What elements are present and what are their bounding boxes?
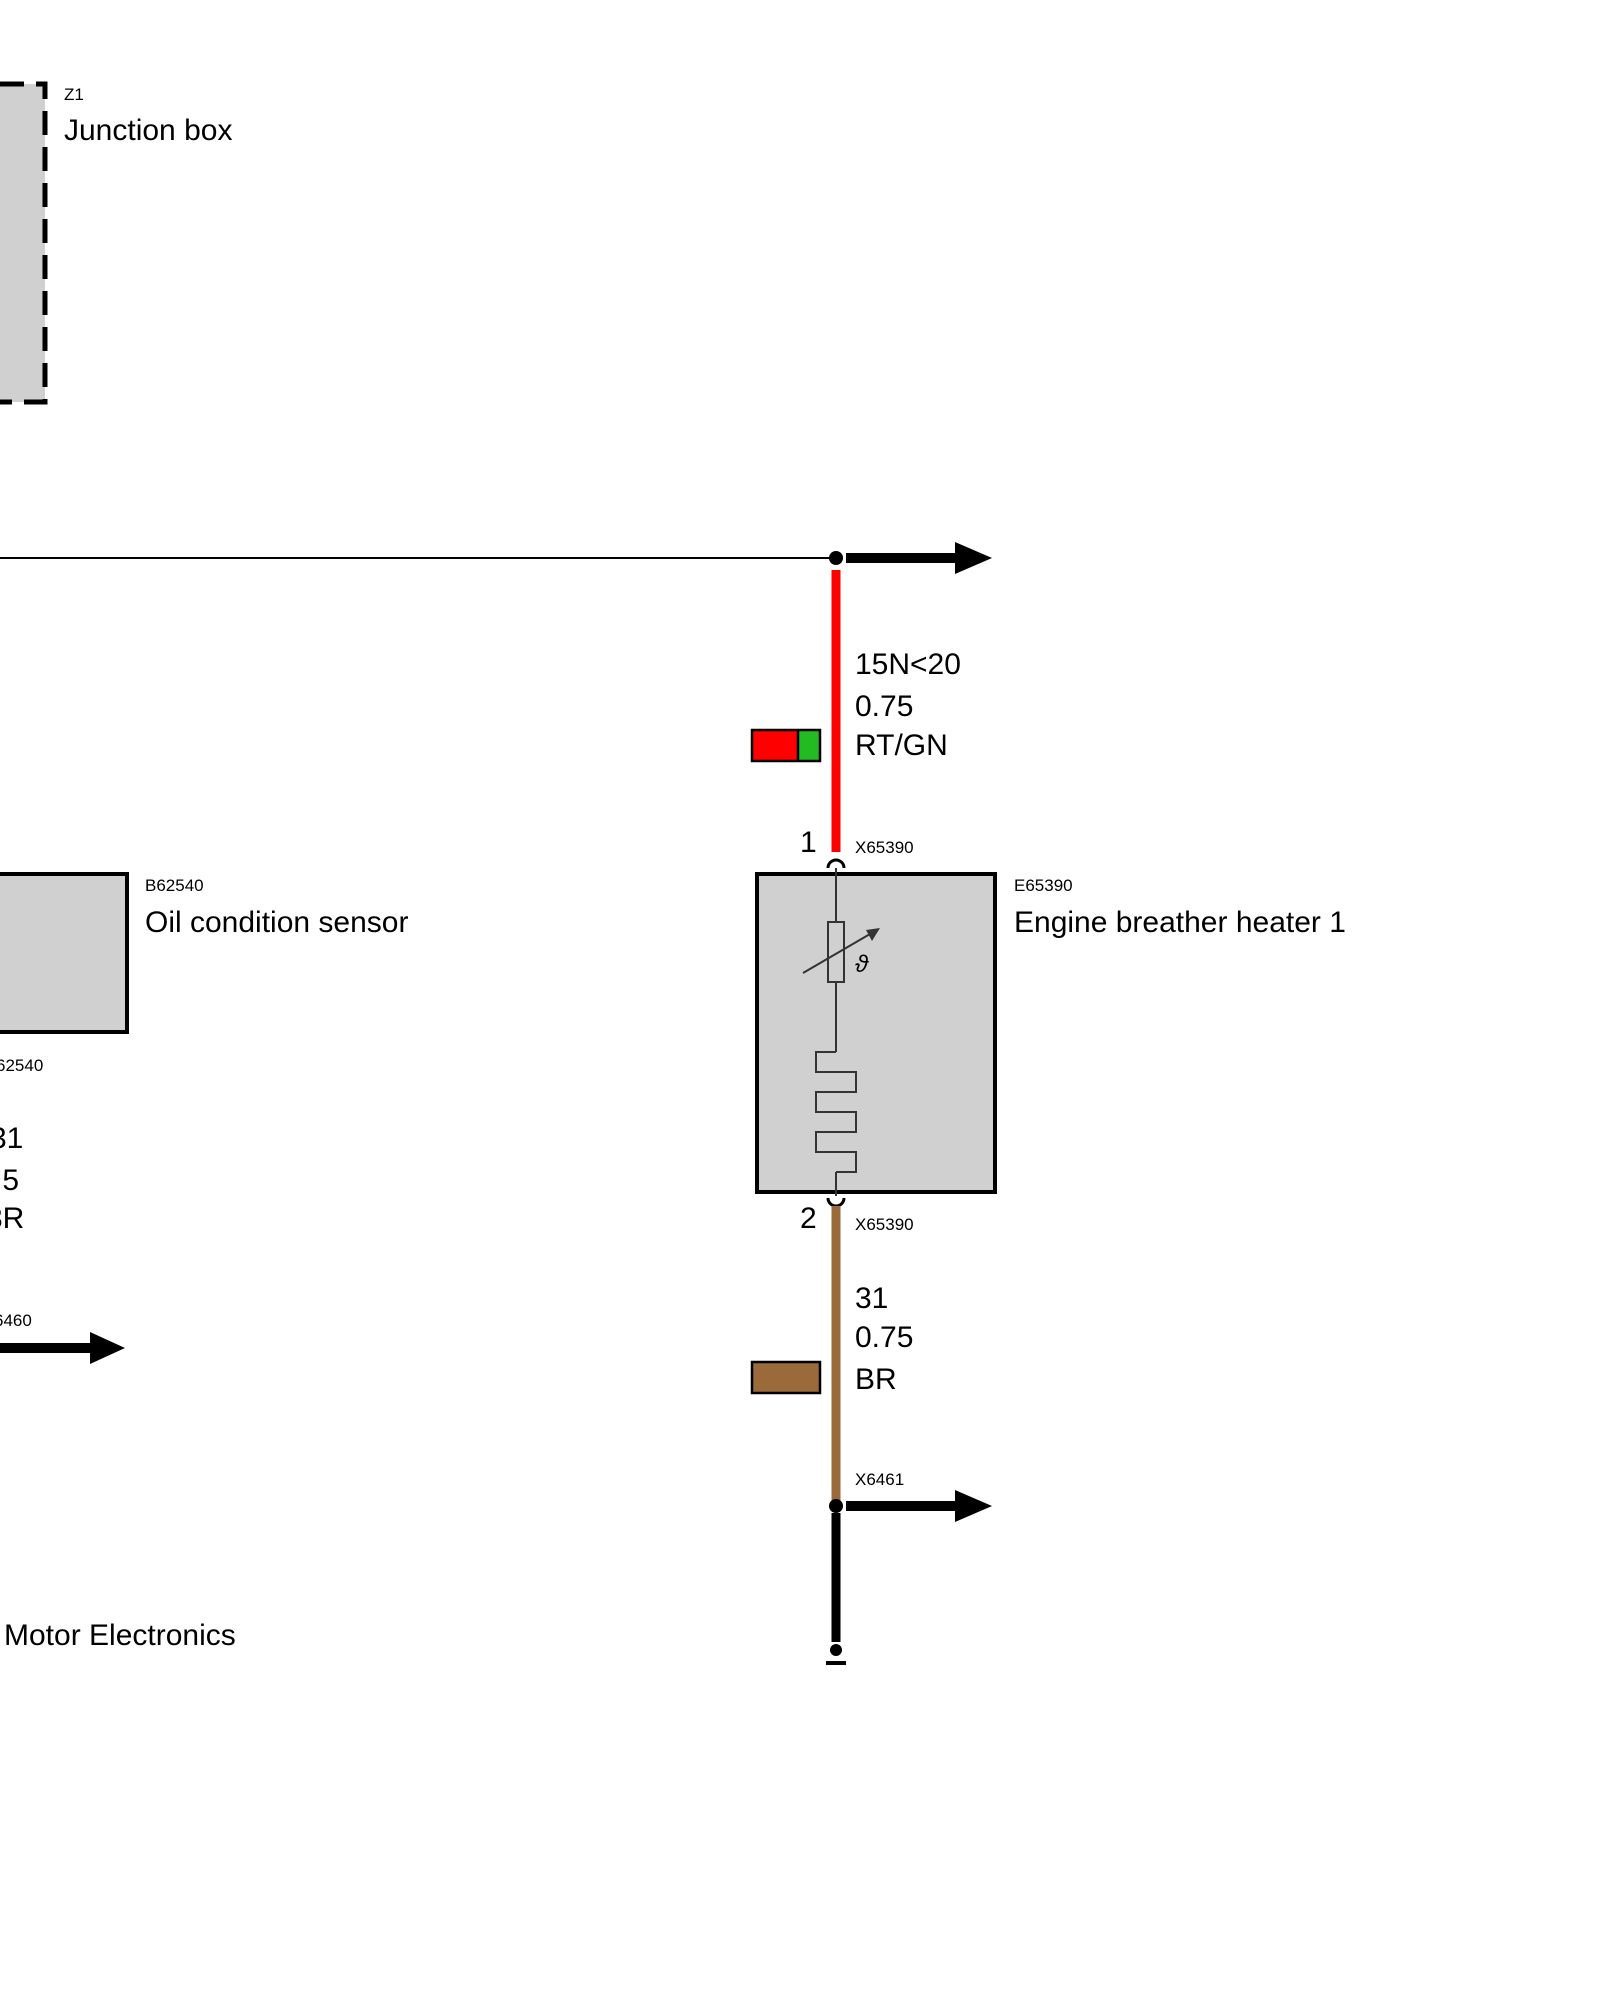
oil-sensor-wire-color: 3R xyxy=(0,1202,24,1235)
heater-connector-bottom: X65390 xyxy=(855,1215,914,1234)
oil-sensor-wire-terminal: 31 xyxy=(0,1122,23,1155)
heater-pin-bottom: 2 xyxy=(800,1202,817,1235)
color-swatch-red xyxy=(752,730,798,761)
heater-name: Engine breather heater 1 xyxy=(1014,906,1346,939)
arrow-right-icon xyxy=(0,1332,125,1364)
heating-element-icon xyxy=(815,1051,857,1173)
junction-box-outline xyxy=(0,81,48,405)
heater-connector-top: X65390 xyxy=(855,838,914,857)
heater-box xyxy=(755,872,997,1194)
ground-wire-terminal: 31 xyxy=(855,1282,888,1315)
arrow-right-icon xyxy=(846,1490,992,1522)
junction-box-id: Z1 xyxy=(64,85,84,104)
ground-connector-label: X6461 xyxy=(855,1470,904,1489)
oil-sensor-connector: 62540 xyxy=(0,1056,43,1075)
heater-pin-top: 1 xyxy=(800,826,817,859)
thermistor-symbol: ϑ xyxy=(855,951,869,978)
supply-junction-dot xyxy=(829,551,843,565)
oil-sensor-name: Oil condition sensor xyxy=(145,906,408,939)
junction-box: Z1 Junction box xyxy=(0,81,232,405)
ground-junction-dot xyxy=(829,1499,843,1513)
oil-sensor-wire-cross-section: .5 xyxy=(0,1164,19,1197)
heater-id: E65390 xyxy=(1014,876,1073,895)
connector-pin-bottom xyxy=(826,1197,846,1208)
ground-wire-color-swatch xyxy=(750,1360,822,1395)
supply-wire-cross-section: 0.75 xyxy=(855,690,913,723)
color-swatch-brown xyxy=(750,1360,822,1395)
oil-sensor-box xyxy=(0,872,129,1034)
ground-wire-cross-section: 0.75 xyxy=(855,1321,913,1354)
thermistor-icon: ϑ xyxy=(802,921,880,983)
supply-wire-terminal: 15N<20 xyxy=(855,648,961,681)
junction-box-name: Junction box xyxy=(64,114,232,147)
connector-pin-top xyxy=(826,858,846,869)
color-swatch-green xyxy=(798,730,820,761)
ground-wire-color: BR xyxy=(855,1363,897,1396)
motor-electronics-label: Motor Electronics xyxy=(4,1619,236,1652)
junction-box-fill xyxy=(0,84,45,402)
oil-sensor: B62540 Oil condition sensor 62540 31 .5 … xyxy=(0,872,408,1364)
ground-icon xyxy=(826,1644,846,1665)
supply-wire-color: RT/GN xyxy=(855,729,948,762)
oil-sensor-id: B62540 xyxy=(145,876,204,895)
oil-sensor-arrow-ref: 6460 xyxy=(0,1311,32,1330)
arrow-right-icon xyxy=(846,542,992,574)
supply-wire-color-swatch xyxy=(750,728,822,763)
